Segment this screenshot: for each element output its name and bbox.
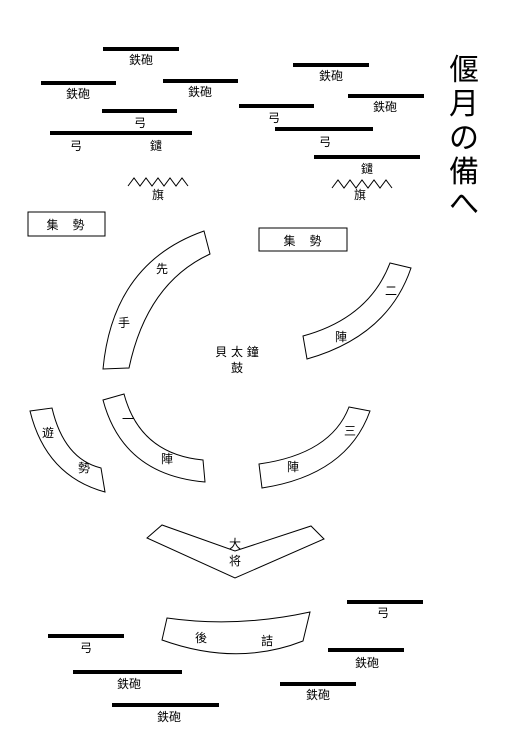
title-char-3: の [449, 121, 479, 156]
yari-label: 鑓 [150, 138, 162, 153]
ichijin-arc [102, 393, 206, 483]
top-right-troops: 鉄砲 鉄砲 弓 弓 鑓 旗 [239, 63, 424, 202]
teppo-label: 鉄砲 [157, 709, 181, 724]
nijin-char-2: 陣 [335, 330, 347, 344]
taisho-char-1: 大 [229, 537, 241, 551]
ichijin-char-1: 一 [122, 412, 134, 426]
yumi-label: 弓 [80, 641, 92, 655]
center-line-2: 鼓 [231, 361, 243, 375]
gozume-char-1: 後 [195, 631, 207, 645]
shusei-label: 集 勢 [283, 233, 322, 248]
yusei-arc [29, 407, 106, 493]
ichijin-char-2: 陣 [161, 452, 173, 466]
gozume-unit: 後 詰 [161, 611, 311, 655]
yari-label: 鑓 [361, 161, 373, 176]
center-line-1: 貝 太 鐘 [215, 344, 259, 359]
taisho-unit: 大 将 [146, 524, 325, 579]
title-char-2: 月 [449, 87, 479, 122]
ichijin-unit: 一 陣 [102, 393, 206, 483]
yumi-label: 弓 [377, 606, 389, 620]
sanjin-char-2: 陣 [287, 460, 299, 474]
title-char-1: 偃 [449, 53, 479, 88]
shusei-left: 集 勢 [27, 211, 106, 237]
sanjin-arc [258, 406, 371, 489]
teppo-label: 鉄砲 [117, 676, 141, 691]
shusei-box [27, 211, 106, 237]
nijin-arc [302, 262, 412, 360]
title-char-5: へ [449, 187, 479, 222]
teppo-label: 鉄砲 [373, 99, 397, 114]
yumi-label: 弓 [134, 116, 146, 130]
sanjin-char-1: 三 [344, 424, 356, 438]
nijin-char-1: 二 [385, 284, 397, 298]
yusei-char-1: 遊 [42, 425, 54, 440]
shusei-box [258, 227, 348, 252]
sakite-arc [102, 230, 211, 370]
yumi-label: 弓 [268, 111, 280, 125]
teppo-label: 鉄砲 [188, 84, 212, 99]
yumi-label: 弓 [319, 135, 331, 149]
shusei-label: 集 勢 [46, 217, 85, 232]
teppo-label: 鉄砲 [355, 655, 379, 670]
flag-zigzag [331, 179, 393, 189]
teppo-label: 鉄砲 [129, 52, 153, 67]
taisho-chevron [146, 524, 325, 579]
hata-label: 旗 [354, 187, 366, 202]
teppo-label: 鉄砲 [306, 687, 330, 702]
yumi-label: 弓 [70, 139, 82, 153]
gozume-char-2: 詰 [261, 633, 273, 648]
yusei-char-2: 勢 [78, 460, 90, 475]
teppo-label: 鉄砲 [319, 68, 343, 83]
title-char-4: 備 [449, 155, 479, 190]
sakite-char-1: 先 [156, 262, 168, 276]
taisho-char-2: 将 [229, 554, 241, 568]
sanjin-unit: 三 陣 [258, 406, 371, 489]
bottom-right-troops: 弓 鉄砲 鉄砲 [280, 600, 423, 702]
center-command: 貝 太 鐘 鼓 [215, 344, 259, 375]
sakite-char-2: 手 [118, 316, 130, 330]
diagram-title: 偃 月 の 備 へ [449, 53, 479, 222]
gozume-arc [161, 611, 311, 655]
teppo-label: 鉄砲 [66, 86, 90, 101]
shusei-right: 集 勢 [258, 227, 348, 252]
hata-label: 旗 [152, 187, 164, 202]
nijin-unit: 二 陣 [302, 262, 412, 360]
bottom-left-troops: 弓 鉄砲 鉄砲 [48, 634, 219, 724]
flag-zigzag [127, 177, 189, 187]
sakite-unit: 先 手 [102, 230, 211, 370]
yusei-unit: 遊 勢 [29, 407, 106, 493]
top-left-troops: 鉄砲 鉄砲 鉄砲 弓 弓 鑓 旗 [41, 47, 238, 202]
